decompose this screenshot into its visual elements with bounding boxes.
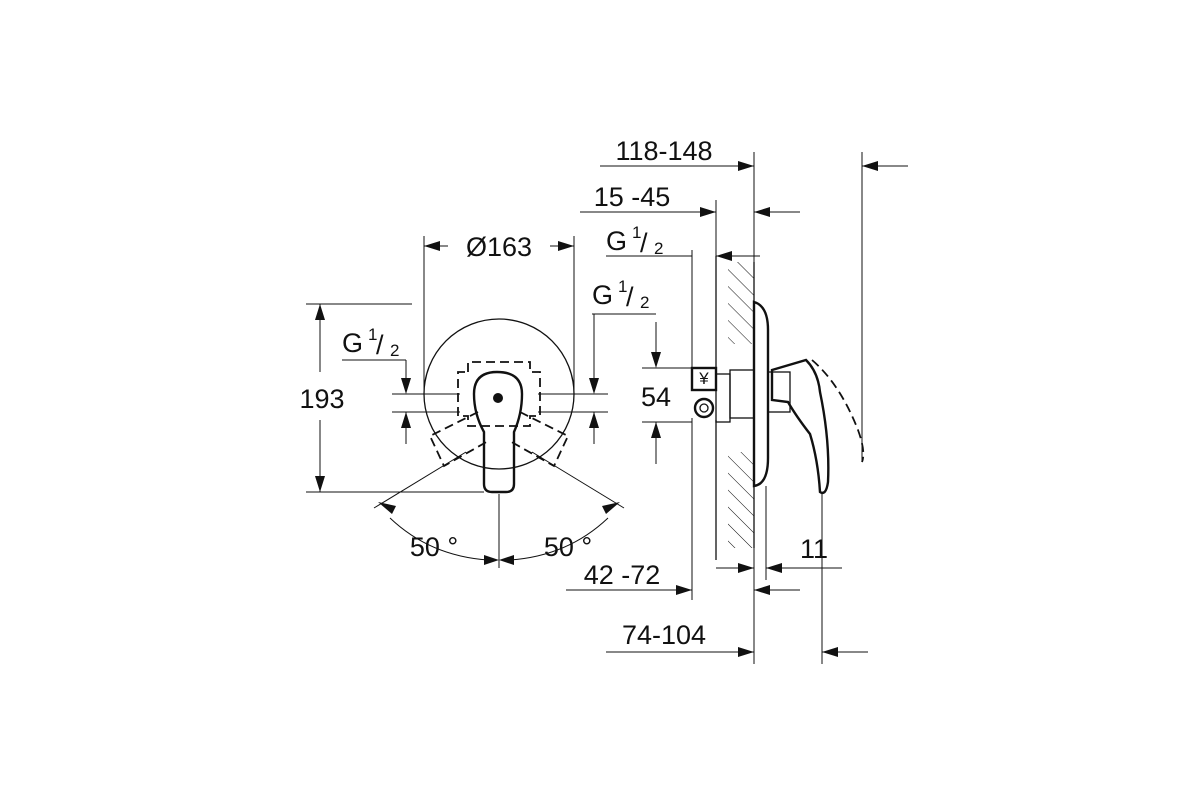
overall-range-label: 118-148	[615, 136, 712, 166]
spacing-label: 54	[641, 382, 671, 412]
escutcheon-side	[752, 300, 770, 488]
body-mark: ¥	[698, 369, 709, 388]
lever-handle	[472, 370, 524, 494]
depth-range-label: 42 -72	[584, 560, 661, 590]
diameter-label: Ø163	[466, 232, 532, 262]
handle-right-position	[507, 411, 570, 468]
thread-left-slash: /	[376, 330, 384, 360]
front-view: Ø163 193 G 1 / 2 G 1 / 2	[299, 232, 656, 568]
angle-right-label: 50 °	[544, 532, 592, 562]
thread-top-slash: /	[640, 228, 648, 258]
thread-top-g: G	[606, 226, 627, 256]
thread-right-slash: /	[626, 282, 634, 312]
height-label: 193	[299, 384, 344, 414]
valve-body-hidden	[457, 361, 541, 427]
wall-lower	[728, 452, 754, 548]
thread-right-num: 1	[618, 277, 627, 296]
handle-indicator	[493, 393, 503, 403]
handle-base	[767, 371, 791, 413]
thread-left-g: G	[342, 328, 363, 358]
thread-left-num: 1	[368, 325, 377, 344]
angle-left-label: 50 °	[410, 532, 458, 562]
handle-left-position	[428, 411, 491, 468]
thread-top-den: 2	[654, 239, 663, 258]
lever-raised-position	[811, 359, 865, 463]
handle-gap-label: 11	[800, 534, 828, 564]
cartridge-housing	[729, 369, 755, 419]
thread-right-den: 2	[640, 293, 649, 312]
wall-upper	[728, 262, 754, 344]
thread-top-num: 1	[632, 223, 641, 242]
side-view: ¥ 118-148 15 -45 G 1 / 2	[566, 136, 908, 664]
cartridge-stem	[715, 373, 731, 423]
lever-range-label: 74-104	[622, 620, 706, 650]
wall-range-label: 15 -45	[594, 182, 671, 212]
thread-right-g: G	[592, 280, 613, 310]
thread-left-den: 2	[390, 341, 399, 360]
lever-side	[770, 358, 830, 495]
inlet-connector	[693, 397, 715, 419]
